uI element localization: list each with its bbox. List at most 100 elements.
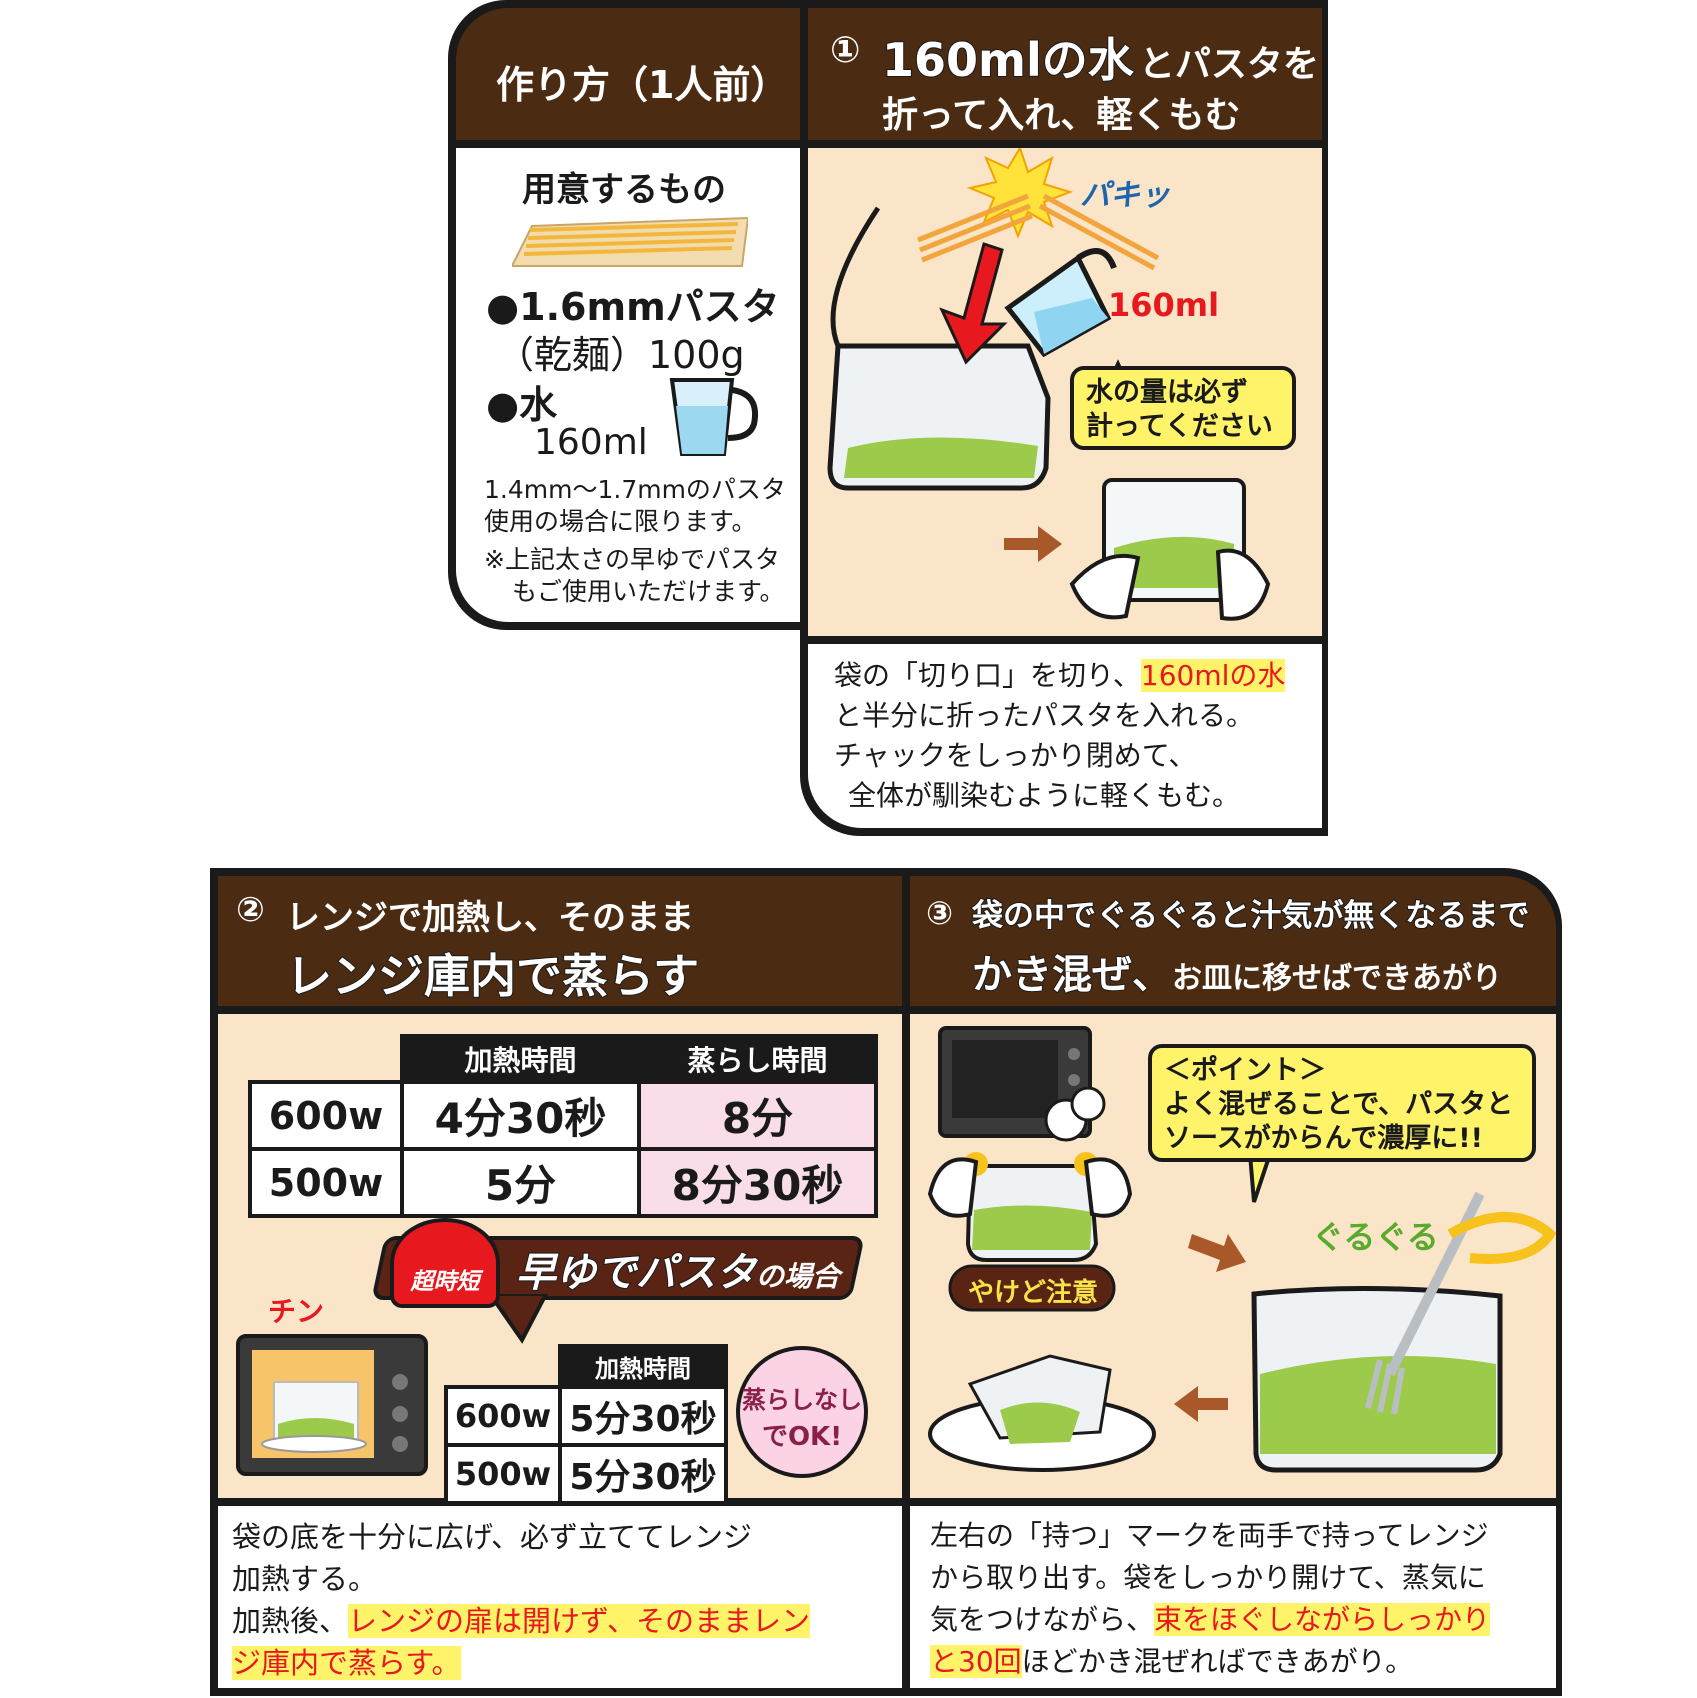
- step3-desc-b: ほどかき混ぜればできあがり。: [1021, 1645, 1414, 1678]
- ingredients-header: 作り方（1人前）: [456, 8, 802, 140]
- row2-steam: 8分30秒: [637, 1147, 878, 1218]
- step2-desc-line4: ジ庫内で蒸らす。: [232, 1640, 461, 1682]
- banner-rest: の場合: [756, 1260, 841, 1293]
- no-steam-line1: 蒸らしなし: [742, 1386, 862, 1414]
- quick-row1-watt: 600w: [444, 1385, 562, 1447]
- measure-bubble-line2: 計ってください: [1086, 411, 1273, 442]
- ingredients-title: 用意するもの: [522, 170, 726, 210]
- measure-bubble: 水の量は必ず 計ってください: [1070, 366, 1296, 450]
- quick-heating-table: 加熱時間 600w 5分30秒 500w 5分30秒: [444, 1344, 728, 1505]
- step2-desc-line1: 袋の底を十分に広げ、必ず立ててレンジ: [232, 1520, 752, 1554]
- step1-desc-line2: と半分に折ったパスタを入れる。: [834, 699, 1255, 732]
- step2-heading-line2: レンジ庫内で蒸らす: [285, 948, 700, 1004]
- row1-steam: 8分: [637, 1080, 878, 1151]
- step1-heading-rest: とパスタを: [1138, 44, 1319, 85]
- point-line2: よく混ぜることで、パスタと: [1164, 1089, 1514, 1120]
- step1-panel: ① 160mlの水 とパスタを 折って入れ、軽くもむ: [800, 0, 1328, 836]
- step1-desc-a: 袋の「切り口」を切り、: [834, 659, 1141, 692]
- step2-desc-highlight1: レンジの扉は開けず、そのままレン: [348, 1604, 810, 1638]
- pasta-bundle-illustration: [512, 216, 748, 267]
- step1-heading-line2: 折って入れ、軽くもむ: [882, 95, 1241, 136]
- ingredients-header-title: 作り方（1人前）: [496, 63, 789, 107]
- step1-description: 袋の「切り口」を切り、160mlの水 と半分に折ったパスタを入れる。 チャックを…: [808, 644, 1322, 828]
- ingredient-pasta-line1: ●1.6mmパスタ: [486, 285, 780, 329]
- step3-heading-line1: 袋の中でぐるぐると汁気が無くなるまで: [971, 897, 1530, 935]
- banner-main: 早ゆでパスタ: [515, 1249, 757, 1297]
- badge-text: 超時短: [410, 1269, 480, 1295]
- chin-sound-text: チン: [268, 1295, 325, 1328]
- step3-heading-big: かき混ぜ、: [971, 951, 1173, 999]
- heating-table-corner: [250, 1036, 402, 1082]
- step1-desc-line3: チャックをしっかり閉めて、: [834, 739, 1197, 772]
- ingredients-panel: 作り方（1人前） 用意するもの ●1.6mmパスタ （乾麺）100g ●水 16…: [448, 0, 808, 630]
- step3-desc-highlight2: と30回: [930, 1645, 1022, 1678]
- step3-number: ③: [926, 894, 954, 932]
- step3-desc-line4: と30回ほどかき混ぜればできあがり。: [930, 1640, 1413, 1680]
- ingredient-water-line1: ●水: [486, 383, 558, 427]
- step2-desc-line2: 加熱する。: [232, 1562, 378, 1596]
- ingredient-pasta-line2: （乾麺）100g: [496, 333, 745, 377]
- ingredient-water-line2: 160ml: [534, 422, 648, 463]
- step2-panel: ② レンジで加熱し、そのまま レンジ庫内で蒸らす 加熱時間 蒸らし時間 600w…: [210, 868, 910, 1696]
- caution-label: やけど注意: [968, 1278, 1099, 1308]
- quick-col-heat-header: 加熱時間: [558, 1344, 728, 1389]
- step2-desc-highlight2: ジ庫内で蒸らす。: [232, 1646, 461, 1680]
- step3-illustration: [927, 1026, 1556, 1473]
- point-bubble: ＜ポイント＞ よく混ぜることで、パスタと ソースがからんで濃厚に!!: [1148, 1044, 1536, 1162]
- super-short-badge: 超時短: [390, 1218, 500, 1308]
- no-steam-circle: 蒸らしなし でOK!: [736, 1346, 868, 1478]
- step3-desc-line3: 気をつけながら、束をほぐしながらしっかり: [930, 1598, 1491, 1638]
- note2-line2: もご使用いただけます。: [512, 577, 785, 606]
- microwave-illustration: [236, 1334, 428, 1476]
- quick-row2-watt: 500w: [444, 1443, 562, 1505]
- step3-desc-line1: 左右の「持つ」マークを両手で持ってレンジ: [930, 1519, 1489, 1552]
- step2-heading-line1: レンジで加熱し、そのまま: [286, 898, 694, 938]
- step1-desc-line1: 袋の「切り口」を切り、160mlの水: [834, 654, 1286, 694]
- step3-desc-a: 気をつけながら、: [930, 1603, 1155, 1636]
- row1-heat: 4分30秒: [400, 1080, 641, 1151]
- snap-sound-text: パキッ: [1080, 178, 1170, 213]
- step3-panel: ③ 袋の中でぐるぐると汁気が無くなるまで かき混ぜ、お皿に移せばできあがり: [902, 868, 1562, 1696]
- step1-illustration: [827, 148, 1271, 621]
- step3-heading-rest: お皿に移せばできあがり: [1172, 961, 1502, 996]
- step1-number: ①: [830, 30, 861, 71]
- step3-description: 左右の「持つ」マークを両手で持ってレンジ から取り出す。袋をしっかり開けて、蒸気…: [910, 1506, 1556, 1688]
- note1-line2: 使用の場合に限ります。: [484, 507, 757, 536]
- note1-line1: 1.4mm〜1.7mmのパスタ: [484, 475, 786, 504]
- guru-text: ぐるぐる: [1312, 1218, 1439, 1256]
- step3-illustration-area: やけど注意 ＜ポイント＞ よく混ぜることで、パスタと ソースがからんで濃厚に!!…: [910, 1014, 1556, 1498]
- no-steam-line2: でOK!: [761, 1422, 843, 1452]
- step3-heading-line2: かき混ぜ、お皿に移せばできあがり: [971, 942, 1502, 1000]
- step2-header: ② レンジで加熱し、そのまま レンジ庫内で蒸らす: [218, 876, 904, 1006]
- col-heat-header: 加熱時間: [400, 1034, 641, 1084]
- step1-header: ① 160mlの水 とパスタを 折って入れ、軽くもむ: [808, 8, 1322, 140]
- measure-bubble-line1: 水の量は必ず: [1086, 377, 1248, 408]
- measuring-cup-icon: [669, 378, 758, 456]
- step2-illustration-area: 加熱時間 蒸らし時間 600w 4分30秒 8分 500w 5分 8分30秒 超…: [218, 1014, 904, 1505]
- step1-heading-big: 160mlの水: [881, 32, 1135, 88]
- quick-table-corner: [446, 1346, 560, 1387]
- point-line1: ＜ポイント＞: [1164, 1055, 1326, 1086]
- quick-row1-heat: 5分30秒: [558, 1385, 728, 1447]
- step1-desc-highlight: 160mlの水: [1140, 659, 1286, 692]
- heating-table: 加熱時間 蒸らし時間 600w 4分30秒 8分 500w 5分 8分30秒: [248, 1034, 878, 1218]
- step2-number: ②: [236, 890, 265, 930]
- step1-desc-line4: 全体が馴染むように軽くもむ。: [848, 779, 1241, 812]
- row2-heat: 5分: [400, 1147, 641, 1218]
- row1-watt: 600w: [248, 1080, 404, 1151]
- step2-desc-line3: 加熱後、レンジの扉は開けず、そのままレン: [232, 1598, 810, 1640]
- step1-heading-line1: 160mlの水 とパスタを: [881, 24, 1319, 90]
- col-steam-header: 蒸らし時間: [637, 1034, 878, 1084]
- ml-label: 160ml: [1108, 286, 1220, 324]
- banner-pointer: [490, 1294, 549, 1344]
- step3-desc-highlight1: 束をほぐしながらしっかり: [1154, 1603, 1491, 1636]
- ingredients-body: 用意するもの ●1.6mmパスタ （乾麺）100g ●水 160ml 1.4mm…: [456, 148, 802, 622]
- step3-desc-line2: から取り出す。袋をしっかり開けて、蒸気に: [930, 1561, 1486, 1594]
- banner-text: 早ゆでパスタの場合: [515, 1240, 841, 1298]
- note2-line1: ※上記太さの早ゆでパスタ: [484, 545, 780, 574]
- step2-description: 袋の底を十分に広げ、必ず立ててレンジ 加熱する。 加熱後、レンジの扉は開けず、そ…: [218, 1506, 904, 1688]
- step2-desc-a: 加熱後、: [232, 1604, 349, 1638]
- quick-row2-heat: 5分30秒: [558, 1443, 728, 1505]
- point-line3: ソースがからんで濃厚に!!: [1164, 1123, 1483, 1154]
- row2-watt: 500w: [248, 1147, 404, 1218]
